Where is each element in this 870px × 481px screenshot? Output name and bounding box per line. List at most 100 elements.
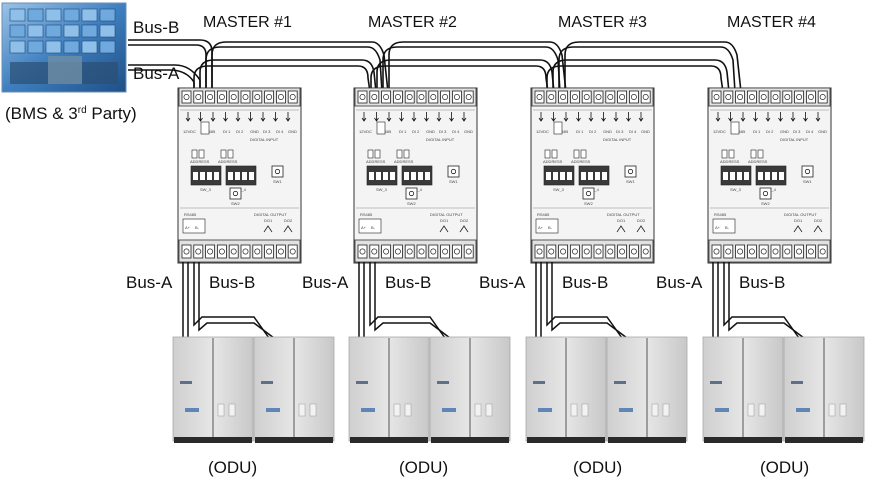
arrow-down-icon <box>386 112 392 122</box>
bus-b-label: Bus-B <box>209 273 255 292</box>
screw-head-icon <box>784 94 791 100</box>
relay-contact-icon <box>636 225 646 233</box>
terminal-screw <box>357 90 368 104</box>
dip-switch-sw3 <box>543 165 575 186</box>
address-label: ADDRESS <box>748 159 768 164</box>
terminal-screw <box>723 90 734 104</box>
bus-a-label: Bus-A <box>126 273 173 292</box>
terminal-screw <box>758 90 769 104</box>
terminal-screw <box>629 90 639 104</box>
arrow-down-icon <box>765 112 771 122</box>
screw-head-icon <box>183 248 190 255</box>
terminal-screw <box>205 90 216 104</box>
screw-head-icon <box>442 248 449 255</box>
terminal-screw <box>758 244 769 259</box>
screw-head-icon <box>242 94 249 100</box>
address-switch <box>757 149 764 159</box>
dip-switch-sw4 <box>225 165 257 186</box>
arrow-down-icon <box>740 112 746 122</box>
dip-lever <box>723 172 728 180</box>
dip-lever <box>588 172 593 180</box>
terminal-screw <box>451 90 462 104</box>
dip-lever <box>207 172 212 180</box>
bus-b-label: Bus-B <box>739 273 785 292</box>
button-icon <box>408 190 415 197</box>
do-label: DO1 <box>617 218 626 223</box>
digital-output-label: DIGITAL OUTPUT <box>254 212 287 217</box>
odu-bus-wires <box>535 262 628 339</box>
bms-caption: (BMS & 3rd Party) <box>5 104 137 123</box>
bus-b-label: Bus-B <box>385 273 431 292</box>
odu-bus-wires <box>182 262 275 339</box>
screw-head-icon <box>607 94 614 100</box>
terminal-screw <box>605 90 616 104</box>
arrow-down-icon <box>285 112 291 122</box>
dip-lever <box>581 172 586 180</box>
monitor-tile <box>81 8 98 22</box>
dip-lever <box>602 172 607 180</box>
dip-lever <box>404 172 409 180</box>
arrow-down-icon <box>538 112 544 122</box>
monitor-tile <box>9 8 26 22</box>
screw-head-icon <box>607 248 614 255</box>
arrow-down-icon <box>235 112 241 122</box>
rs485-label: RS485 <box>184 212 197 217</box>
sw2-label: SW2 <box>584 201 593 206</box>
terminal-label: DI 2 <box>236 129 244 134</box>
screw-head-icon <box>266 248 273 255</box>
do-label: DO2 <box>284 218 293 223</box>
screw-head-icon <box>371 248 378 255</box>
terminal-screw <box>381 90 392 104</box>
address-switch <box>750 149 757 159</box>
terminal-label: DI 2 <box>589 129 597 134</box>
screw-head-icon <box>583 248 590 255</box>
terminal-screw <box>264 90 275 104</box>
odu-caption: (ODU) <box>399 458 448 477</box>
terminal-screw <box>193 244 204 259</box>
bus-wire <box>564 41 742 93</box>
screw-head-icon <box>619 94 626 100</box>
screw-head-icon <box>359 248 366 255</box>
terminal-screw <box>593 244 604 259</box>
monitor-tile <box>27 24 44 38</box>
do-label: DO1 <box>794 218 803 223</box>
address-switch <box>220 149 227 159</box>
bus-wire <box>370 65 549 93</box>
odu-unit <box>253 336 335 443</box>
terminal-label: DI 4 <box>452 129 460 134</box>
terminal-screw <box>357 244 368 259</box>
terminal-screw <box>735 244 745 259</box>
top-bus-a-label: Bus-A <box>133 64 180 83</box>
dip-lever <box>369 172 374 180</box>
terminal-screw <box>416 244 427 259</box>
arrow-down-icon <box>361 112 367 122</box>
bus-wire <box>199 59 377 93</box>
screw-head-icon <box>630 248 637 255</box>
rs485-jumper-lower <box>358 218 382 234</box>
screw-head-icon <box>418 94 425 100</box>
address-label: ADDRESS <box>366 159 386 164</box>
terminal-screw <box>735 90 745 104</box>
dip-switch-sw4 <box>578 165 610 186</box>
screw-head-icon <box>571 94 578 100</box>
screw-head-icon <box>760 94 767 100</box>
terminal-screw <box>629 244 639 259</box>
screw-head-icon <box>796 94 803 100</box>
screw-head-icon <box>772 94 779 100</box>
screw-head-icon <box>406 248 413 255</box>
terminal-label: 12VDC <box>536 129 549 134</box>
bus-a-label: Bus-A <box>302 273 349 292</box>
screw-head-icon <box>560 248 567 255</box>
screw-head-icon <box>230 94 237 100</box>
terminal-screw <box>287 90 298 104</box>
screw-head-icon <box>807 94 814 100</box>
bus-wire <box>558 46 736 93</box>
dip-lever <box>546 172 551 180</box>
monitor-tile <box>81 40 98 54</box>
arrow-down-icon <box>803 112 808 122</box>
dip-switch-sw3 <box>720 165 752 186</box>
address-switch <box>573 149 580 159</box>
